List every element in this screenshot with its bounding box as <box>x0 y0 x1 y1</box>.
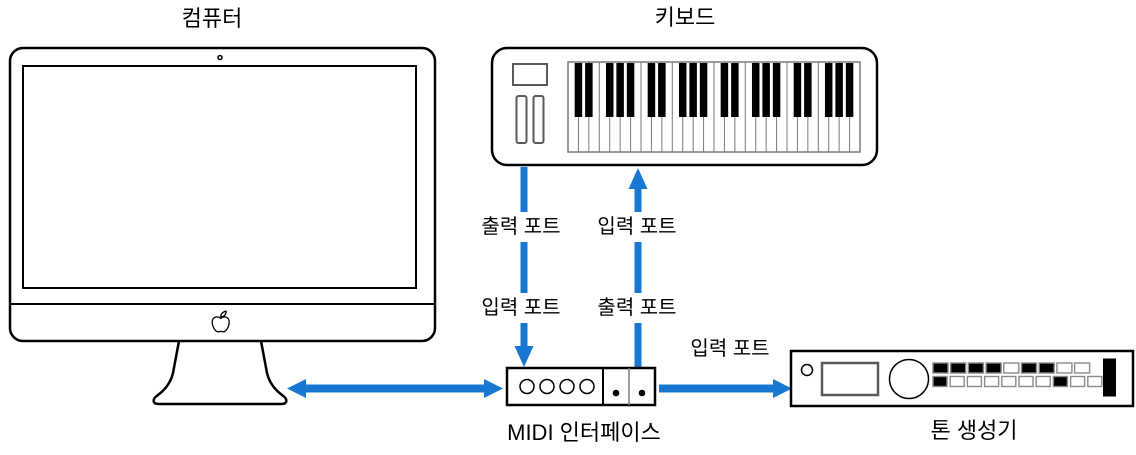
tone-generator-button <box>967 362 985 374</box>
tone-generator-button <box>1018 375 1034 388</box>
black-key <box>804 63 812 117</box>
tone-generator-button <box>1035 375 1051 388</box>
tone-generator-label: 톤 생성기 <box>930 417 1018 443</box>
keyboard-label: 키보드 <box>654 4 716 30</box>
interface-input-port-label: 입력 포트 <box>477 293 565 323</box>
black-key <box>751 63 760 117</box>
midi-port-circle <box>579 378 595 395</box>
tone-generator-button <box>1052 375 1069 388</box>
piano-keys <box>574 62 854 152</box>
midi-indicator-dot <box>612 389 620 397</box>
apple-logo-icon <box>211 310 230 333</box>
black-key <box>699 63 708 117</box>
black-key <box>574 63 583 117</box>
tone-generator-button <box>950 362 967 374</box>
arrow-head-right <box>773 379 792 398</box>
black-key <box>835 63 843 117</box>
midi-port-circle <box>519 378 535 395</box>
tone-generator-buttons <box>932 362 1103 388</box>
tone-generator-button <box>985 362 1002 374</box>
black-key <box>720 63 729 117</box>
tone-generator-button <box>932 362 949 374</box>
arrow-head-down <box>514 346 534 367</box>
tone-generator-button <box>966 375 983 388</box>
black-key <box>678 63 687 117</box>
interface-output-port-label: 출력 포트 <box>593 293 681 323</box>
imac-stand <box>152 340 288 406</box>
black-key <box>647 63 656 117</box>
black-key <box>845 63 854 117</box>
interface-to-keyboard-arrow <box>628 168 648 368</box>
keyboard-to-interface-arrow <box>514 167 534 367</box>
tone-generator-button <box>1056 362 1073 374</box>
imac-screen <box>22 65 417 289</box>
tone-generator-button <box>1020 362 1038 374</box>
tone-generator-button <box>983 375 1000 388</box>
arrow-shaft <box>304 384 486 393</box>
black-key <box>793 63 802 117</box>
imac-body <box>8 46 437 343</box>
black-key <box>762 63 770 117</box>
computer-interface-arrow <box>287 379 503 398</box>
volume-knob <box>888 358 930 400</box>
tone-generator-button <box>932 375 948 388</box>
black-key <box>658 63 666 117</box>
black-key <box>616 63 624 117</box>
imac-camera-icon <box>217 54 223 61</box>
black-key <box>772 63 781 117</box>
keyboard-display <box>512 63 548 86</box>
midi-indicator-dot <box>638 389 646 397</box>
midi-interface-illustration <box>505 366 657 407</box>
midi-port-circle <box>559 378 575 395</box>
tone-generator-button <box>1038 362 1055 374</box>
interface-to-tone-generator-arrow <box>659 379 792 398</box>
black-key <box>731 63 739 117</box>
arrow-head-left <box>287 379 306 398</box>
power-button-icon <box>800 363 814 377</box>
tone-generator-button <box>1073 362 1091 374</box>
black-key <box>689 63 697 117</box>
arrow-shaft <box>659 384 774 393</box>
mod-wheel <box>532 95 545 144</box>
midi-interface-label: MIDI 인터페이스 <box>507 419 661 445</box>
keyboard-input-port-label: 입력 포트 <box>593 212 681 242</box>
black-key <box>605 63 614 117</box>
black-key <box>824 63 833 117</box>
midi-port-circle <box>539 378 555 395</box>
keyboard-illustration <box>490 46 879 167</box>
tone-generator-input-port-label: 입력 포트 <box>686 334 774 364</box>
pitch-wheel <box>515 95 528 144</box>
tone-generator-button <box>1087 375 1103 388</box>
tone-generator-button <box>1069 375 1086 388</box>
black-key <box>626 63 635 117</box>
tone-generator-button <box>1003 362 1020 374</box>
computer-illustration <box>8 46 437 406</box>
tone-generator-illustration <box>789 349 1135 408</box>
arrow-shaft <box>520 167 528 349</box>
tone-generator-button <box>949 375 965 388</box>
keyboard-output-port-label: 출력 포트 <box>477 212 565 242</box>
black-key <box>585 63 593 117</box>
level-bar <box>1103 358 1116 397</box>
arrow-head-right <box>484 379 503 398</box>
tone-generator-display <box>820 361 880 397</box>
computer-label: 컴퓨터 <box>181 5 243 31</box>
arrow-shaft <box>634 187 642 368</box>
arrow-head-up <box>628 168 648 189</box>
tone-generator-button <box>1001 375 1017 388</box>
